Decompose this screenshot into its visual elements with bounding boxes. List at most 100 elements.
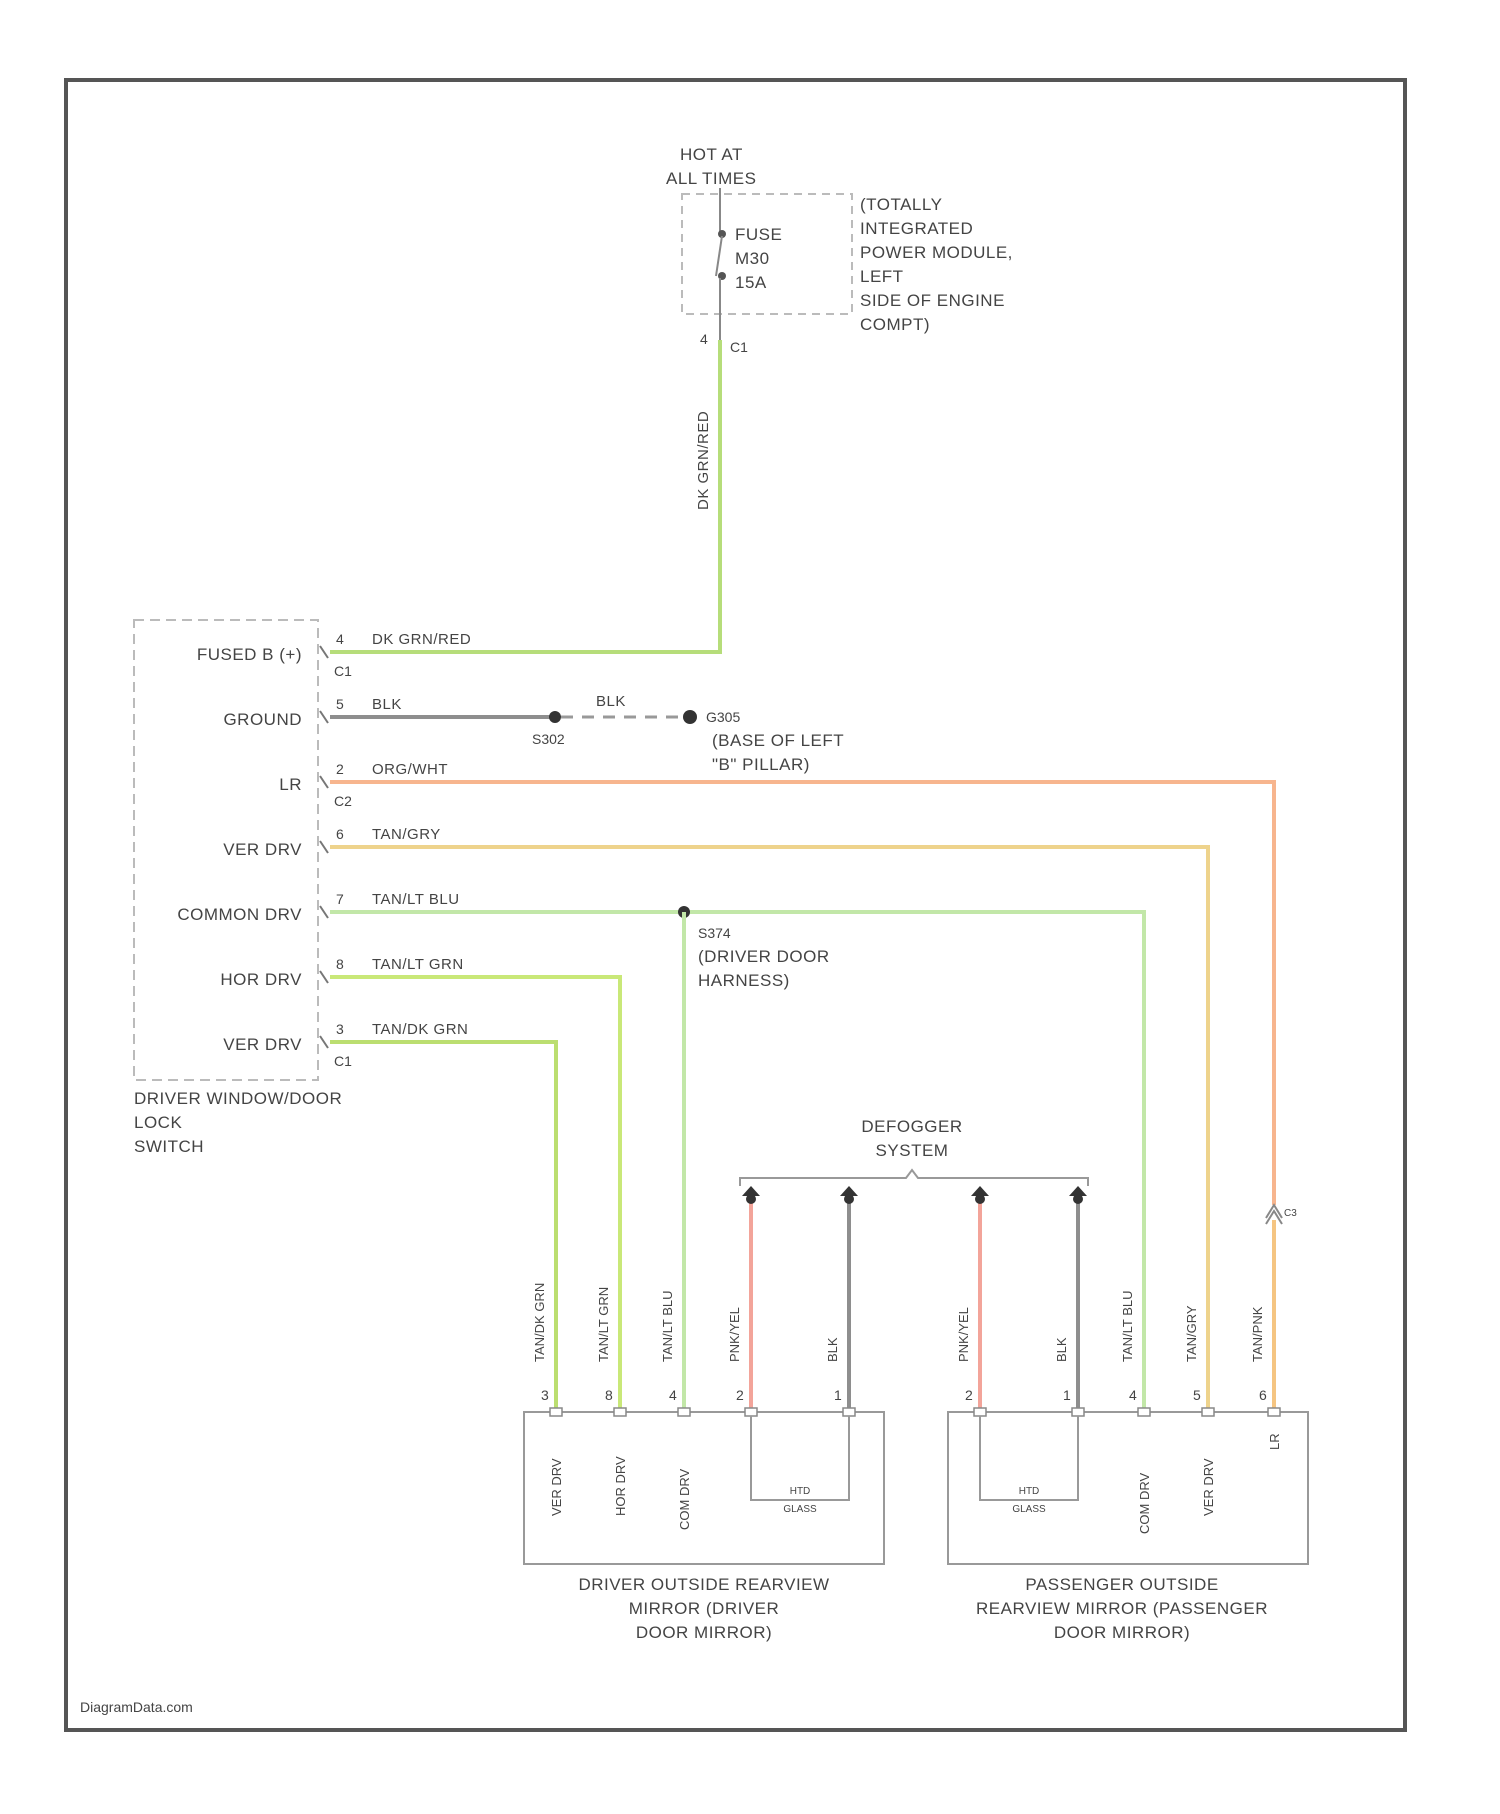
wire-dk-grn-red — [330, 340, 720, 652]
splice-s374-label: S374 — [698, 925, 731, 941]
ground-g305-desc-1: (BASE OF LEFT — [712, 731, 844, 750]
driver-wire-label-3: TAN/LT BLU — [660, 1290, 675, 1362]
wire-label-dk-grn-red-vertical: DK GRN/RED — [695, 411, 712, 510]
passenger-mirror-name-2: REARVIEW MIRROR (PASSENGER — [976, 1599, 1268, 1618]
driver-pin-2: 8 — [605, 1387, 613, 1403]
wire-label-blk-2: BLK — [596, 693, 626, 710]
passenger-pin-3: 4 — [1129, 1387, 1137, 1403]
switch-pin-common-drv: 7 — [336, 891, 344, 907]
passenger-pin-2: 1 — [1063, 1387, 1071, 1403]
hot-label: HOT AT — [680, 145, 743, 164]
driver-mirror-name-1: DRIVER OUTSIDE REARVIEW — [578, 1575, 829, 1594]
passenger-mirror-name-1: PASSENGER OUTSIDE — [1025, 1575, 1218, 1594]
wire-label-org-wht: ORG/WHT — [372, 761, 448, 778]
splice-s374-desc-2: HARNESS) — [698, 971, 790, 990]
passenger-wire-label-2: BLK — [1054, 1337, 1069, 1362]
defogger-terminal-3 — [975, 1194, 985, 1204]
fuse-label: FUSE — [735, 225, 782, 244]
wire-label-tan-lt-blu: TAN/LT BLU — [372, 891, 460, 908]
passenger-pin-5: 6 — [1259, 1387, 1267, 1403]
switch-connector-c1: C1 — [334, 663, 352, 679]
splice-s374-desc-1: (DRIVER DOOR — [698, 947, 830, 966]
passenger-wire-label-1: PNK/YEL — [956, 1307, 971, 1362]
switch-label-common-drv: COMMON DRV — [177, 905, 302, 924]
switch-name-3: SWITCH — [134, 1137, 204, 1156]
defogger-label-1: DEFOGGER — [861, 1117, 962, 1136]
tipm-line-1: (TOTALLY — [860, 195, 942, 214]
driver-pin-4: 2 — [736, 1387, 744, 1403]
fuse-rating: 15A — [735, 273, 767, 292]
switch-connector-c1-bottom: C1 — [334, 1053, 352, 1069]
fuse-element — [716, 236, 722, 276]
passenger-pin-1: 2 — [965, 1387, 973, 1403]
switch-pin-ver-drv-2: 3 — [336, 1021, 344, 1037]
driver-internal-com-drv: COM DRV — [677, 1469, 692, 1530]
passenger-internal-lr: LR — [1267, 1433, 1282, 1450]
tipm-pin-number: 4 — [700, 331, 708, 347]
passenger-mirror-name-3: DOOR MIRROR) — [1054, 1623, 1190, 1642]
switch-pin-ground: 5 — [336, 696, 344, 712]
defogger-label-2: SYSTEM — [876, 1141, 949, 1160]
switch-name-2: LOCK — [134, 1113, 182, 1132]
power-source: HOT AT ALL TIMES FUSE M30 15A (TOTALLY I… — [666, 145, 1013, 355]
passenger-wire-label-5: TAN/PNK — [1250, 1306, 1265, 1362]
switch-pin-ver-drv-1: 6 — [336, 826, 344, 842]
passenger-internal-ver-drv: VER DRV — [1201, 1458, 1216, 1516]
driver-wire-label-4: PNK/YEL — [727, 1307, 742, 1362]
tipm-connector-id: C1 — [730, 339, 748, 355]
tipm-line-2: INTEGRATED — [860, 219, 973, 238]
defogger-bracket — [740, 1170, 1088, 1186]
switch-label-ground: GROUND — [223, 710, 302, 729]
defogger-terminal-1 — [746, 1194, 756, 1204]
driver-mirror-box — [524, 1412, 884, 1564]
splice-s302 — [549, 711, 561, 723]
passenger-mirror-box — [948, 1412, 1308, 1564]
wire-label-blk: BLK — [372, 696, 402, 713]
switch-pin-hor-drv: 8 — [336, 956, 344, 972]
passenger-heater-label-1: HTD — [1019, 1486, 1040, 1497]
passenger-pin-4: 5 — [1193, 1387, 1201, 1403]
passenger-wire-label-3: TAN/LT BLU — [1120, 1290, 1135, 1362]
wire-tan-dk-grn — [330, 1042, 556, 1412]
passenger-internal-com-drv: COM DRV — [1137, 1473, 1152, 1534]
driver-mirror: VER DRV HOR DRV COM DRV HTD GLASS DRIVER… — [524, 1408, 884, 1642]
switch-name-1: DRIVER WINDOW/DOOR — [134, 1089, 342, 1108]
driver-mirror-name-3: DOOR MIRROR) — [636, 1623, 772, 1642]
driver-heater-label-1: HTD — [790, 1486, 811, 1497]
driver-mirror-name-2: MIRROR (DRIVER — [629, 1599, 780, 1618]
passenger-heater-label-2: GLASS — [1012, 1504, 1046, 1515]
inline-connector-label: C3 — [1284, 1208, 1297, 1219]
driver-internal-ver-drv: VER DRV — [549, 1458, 564, 1516]
driver-internal-hor-drv: HOR DRV — [613, 1456, 628, 1516]
ground-point-g305 — [683, 710, 697, 724]
switch-pin-lr: 2 — [336, 761, 344, 777]
tipm-line-4: LEFT — [860, 267, 904, 286]
switch-label-ver-drv-2: VER DRV — [223, 1035, 302, 1054]
hot-label-2: ALL TIMES — [666, 169, 756, 188]
driver-wire-label-2: TAN/LT GRN — [596, 1287, 611, 1362]
switch-label-fused-b: FUSED B (+) — [197, 645, 302, 664]
wire-label-dk-grn-red: DK GRN/RED — [372, 631, 471, 648]
tipm-line-5: SIDE OF ENGINE — [860, 291, 1005, 310]
splice-s302-label: S302 — [532, 731, 565, 747]
footer-watermark: DiagramData.com — [80, 1699, 193, 1715]
fuse-id: M30 — [735, 249, 770, 268]
driver-pin-3: 4 — [669, 1387, 677, 1403]
tipm-line-6: COMPT) — [860, 315, 930, 334]
switch-connector-c2: C2 — [334, 793, 352, 809]
switch-label-hor-drv: HOR DRV — [220, 970, 302, 989]
switch-pin-fused-b: 4 — [336, 631, 344, 647]
driver-pin-5: 1 — [834, 1387, 842, 1403]
switch-contacts — [320, 646, 328, 1048]
passenger-wire-label-4: TAN/GRY — [1184, 1305, 1199, 1362]
driver-wire-label-1: TAN/DK GRN — [532, 1283, 547, 1362]
passenger-mirror: HTD GLASS COM DRV VER DRV LR PASSENGER O… — [948, 1408, 1308, 1642]
defogger-terminal-2 — [844, 1194, 854, 1204]
tipm-line-3: POWER MODULE, — [860, 243, 1013, 262]
wire-label-tan-lt-grn: TAN/LT GRN — [372, 956, 464, 973]
switch-label-lr: LR — [279, 775, 302, 794]
switch-label-ver-drv-1: VER DRV — [223, 840, 302, 859]
driver-heater-label-2: GLASS — [783, 1504, 817, 1515]
driver-pin-1: 3 — [541, 1387, 549, 1403]
